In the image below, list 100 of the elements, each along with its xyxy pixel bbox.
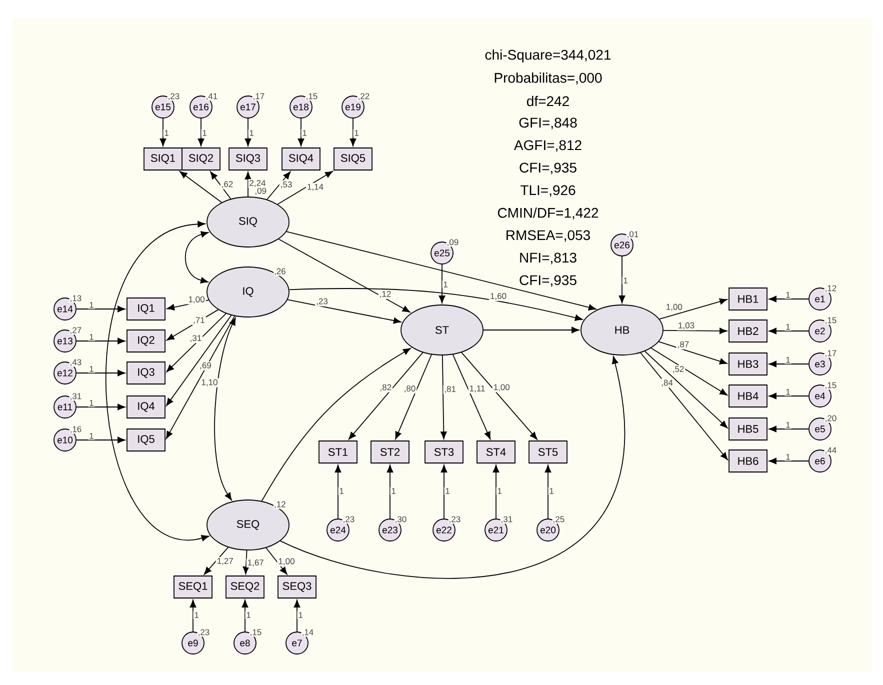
arrow: [768, 360, 809, 368]
edge-label: 1: [245, 611, 252, 619]
variance-label: ,13: [69, 294, 82, 303]
arrow: [210, 171, 232, 200]
indicator-box: ST1: [318, 440, 358, 464]
indicator-box: HB6: [728, 450, 768, 472]
arrow: [768, 426, 809, 432]
indicator-box: SIQ4: [282, 148, 320, 170]
arrow: [184, 231, 209, 284]
indicator-box: HB1: [728, 288, 768, 310]
arrow: [658, 341, 728, 364]
fit-statistic: GFI=,848: [519, 118, 577, 130]
arrow: [650, 348, 728, 396]
arrow: [544, 464, 552, 519]
edge-label: 1: [163, 129, 170, 137]
arrow: [287, 299, 402, 324]
arrow: [298, 118, 304, 146]
indicator-box: ST4: [476, 440, 516, 464]
edge-label: 1: [297, 611, 304, 619]
arrow: [280, 356, 625, 579]
arrow: [76, 338, 126, 344]
edge-label: 1: [301, 129, 308, 137]
arrow: [106, 220, 210, 542]
indicator-box: HB3: [728, 352, 768, 376]
arrow: [166, 313, 226, 372]
edge-label: 1: [201, 129, 208, 137]
variance-label: ,23: [197, 628, 210, 637]
indicator-box: IQ5: [126, 428, 166, 452]
variance-label: ,27: [69, 326, 82, 335]
arrow: [461, 352, 538, 440]
indicator-box: SIQ1: [144, 148, 182, 170]
arrow: [768, 328, 809, 334]
arrow: [266, 547, 288, 575]
indicator-box: IQ4: [126, 396, 166, 418]
arrow: [166, 314, 232, 406]
edge-label: 1: [548, 487, 555, 495]
edge-label: 1: [622, 276, 629, 284]
edge-label: 1,60: [489, 292, 508, 302]
fit-statistic: TLI=,926: [520, 185, 576, 197]
arrow: [76, 404, 126, 410]
arrow: [438, 264, 446, 304]
arrow: [348, 352, 424, 440]
edge-label: 1: [390, 487, 397, 495]
indicator-box: IQ3: [126, 362, 166, 384]
variance-label: ,20: [824, 414, 838, 423]
arrow: [76, 436, 126, 444]
arrow: [190, 600, 196, 632]
variance-label: ,23: [448, 516, 462, 524]
fit-statistic: RMSEA=,053: [506, 230, 590, 242]
edge-label: 1: [444, 487, 451, 495]
indicator-box: IQ2: [126, 330, 166, 352]
edge-label: ,82: [378, 383, 393, 392]
arrow: [288, 288, 583, 321]
edge-label: ,84: [660, 378, 674, 388]
edge-label: 1,00: [492, 383, 511, 392]
variance-label: ,23: [167, 92, 180, 101]
arrow: [768, 392, 809, 400]
edge-label: 1,00: [277, 557, 296, 566]
arrow: [768, 296, 809, 302]
variance-label: ,31: [500, 516, 514, 524]
edge-label: ,62: [220, 180, 234, 190]
arrow: [244, 172, 252, 197]
fit-statistic: CMIN/DF=1,422: [498, 208, 598, 220]
fit-statistic: CFI=,935: [520, 162, 576, 174]
arrow: [198, 118, 204, 146]
edge-label: 1: [193, 611, 200, 619]
fit-statistic: AGFI=,812: [514, 140, 582, 152]
edge-label: ,31: [188, 334, 203, 344]
indicator-box: SIQ5: [334, 148, 372, 170]
arrow: [440, 355, 447, 440]
indicator-box: SEQ3: [278, 576, 316, 598]
fit-statistic: CFI=,935: [520, 275, 576, 287]
arrow: [350, 118, 356, 146]
variance-label: ,16: [69, 426, 82, 434]
arrow: [395, 354, 432, 440]
arrow: [242, 600, 248, 632]
arrow: [242, 550, 250, 574]
arrow: [768, 458, 809, 464]
arrow: [166, 309, 219, 341]
arrow: [214, 318, 236, 500]
arrow: [76, 370, 126, 376]
arrow: [334, 464, 342, 519]
indicator-box: ST3: [424, 440, 464, 464]
arrow: [663, 328, 728, 334]
variance-label: ,09: [446, 238, 460, 247]
arrow: [659, 298, 728, 320]
arrow: [76, 306, 126, 312]
variance-label: ,31: [69, 392, 82, 401]
variance-label: ,23: [342, 516, 356, 524]
arrow: [277, 170, 333, 205]
arrow: [204, 546, 229, 575]
indicator-box: SIQ3: [228, 148, 268, 170]
indicator-box: HB5: [728, 418, 768, 440]
edge-label: 1: [248, 129, 255, 137]
variance-label: ,01: [626, 230, 640, 239]
edge-label: ,71: [192, 316, 206, 326]
indicator-box: IQ1: [126, 298, 166, 320]
variance-label: ,25: [552, 516, 566, 524]
indicator-box: ST5: [528, 440, 568, 464]
arrow: [492, 464, 500, 519]
